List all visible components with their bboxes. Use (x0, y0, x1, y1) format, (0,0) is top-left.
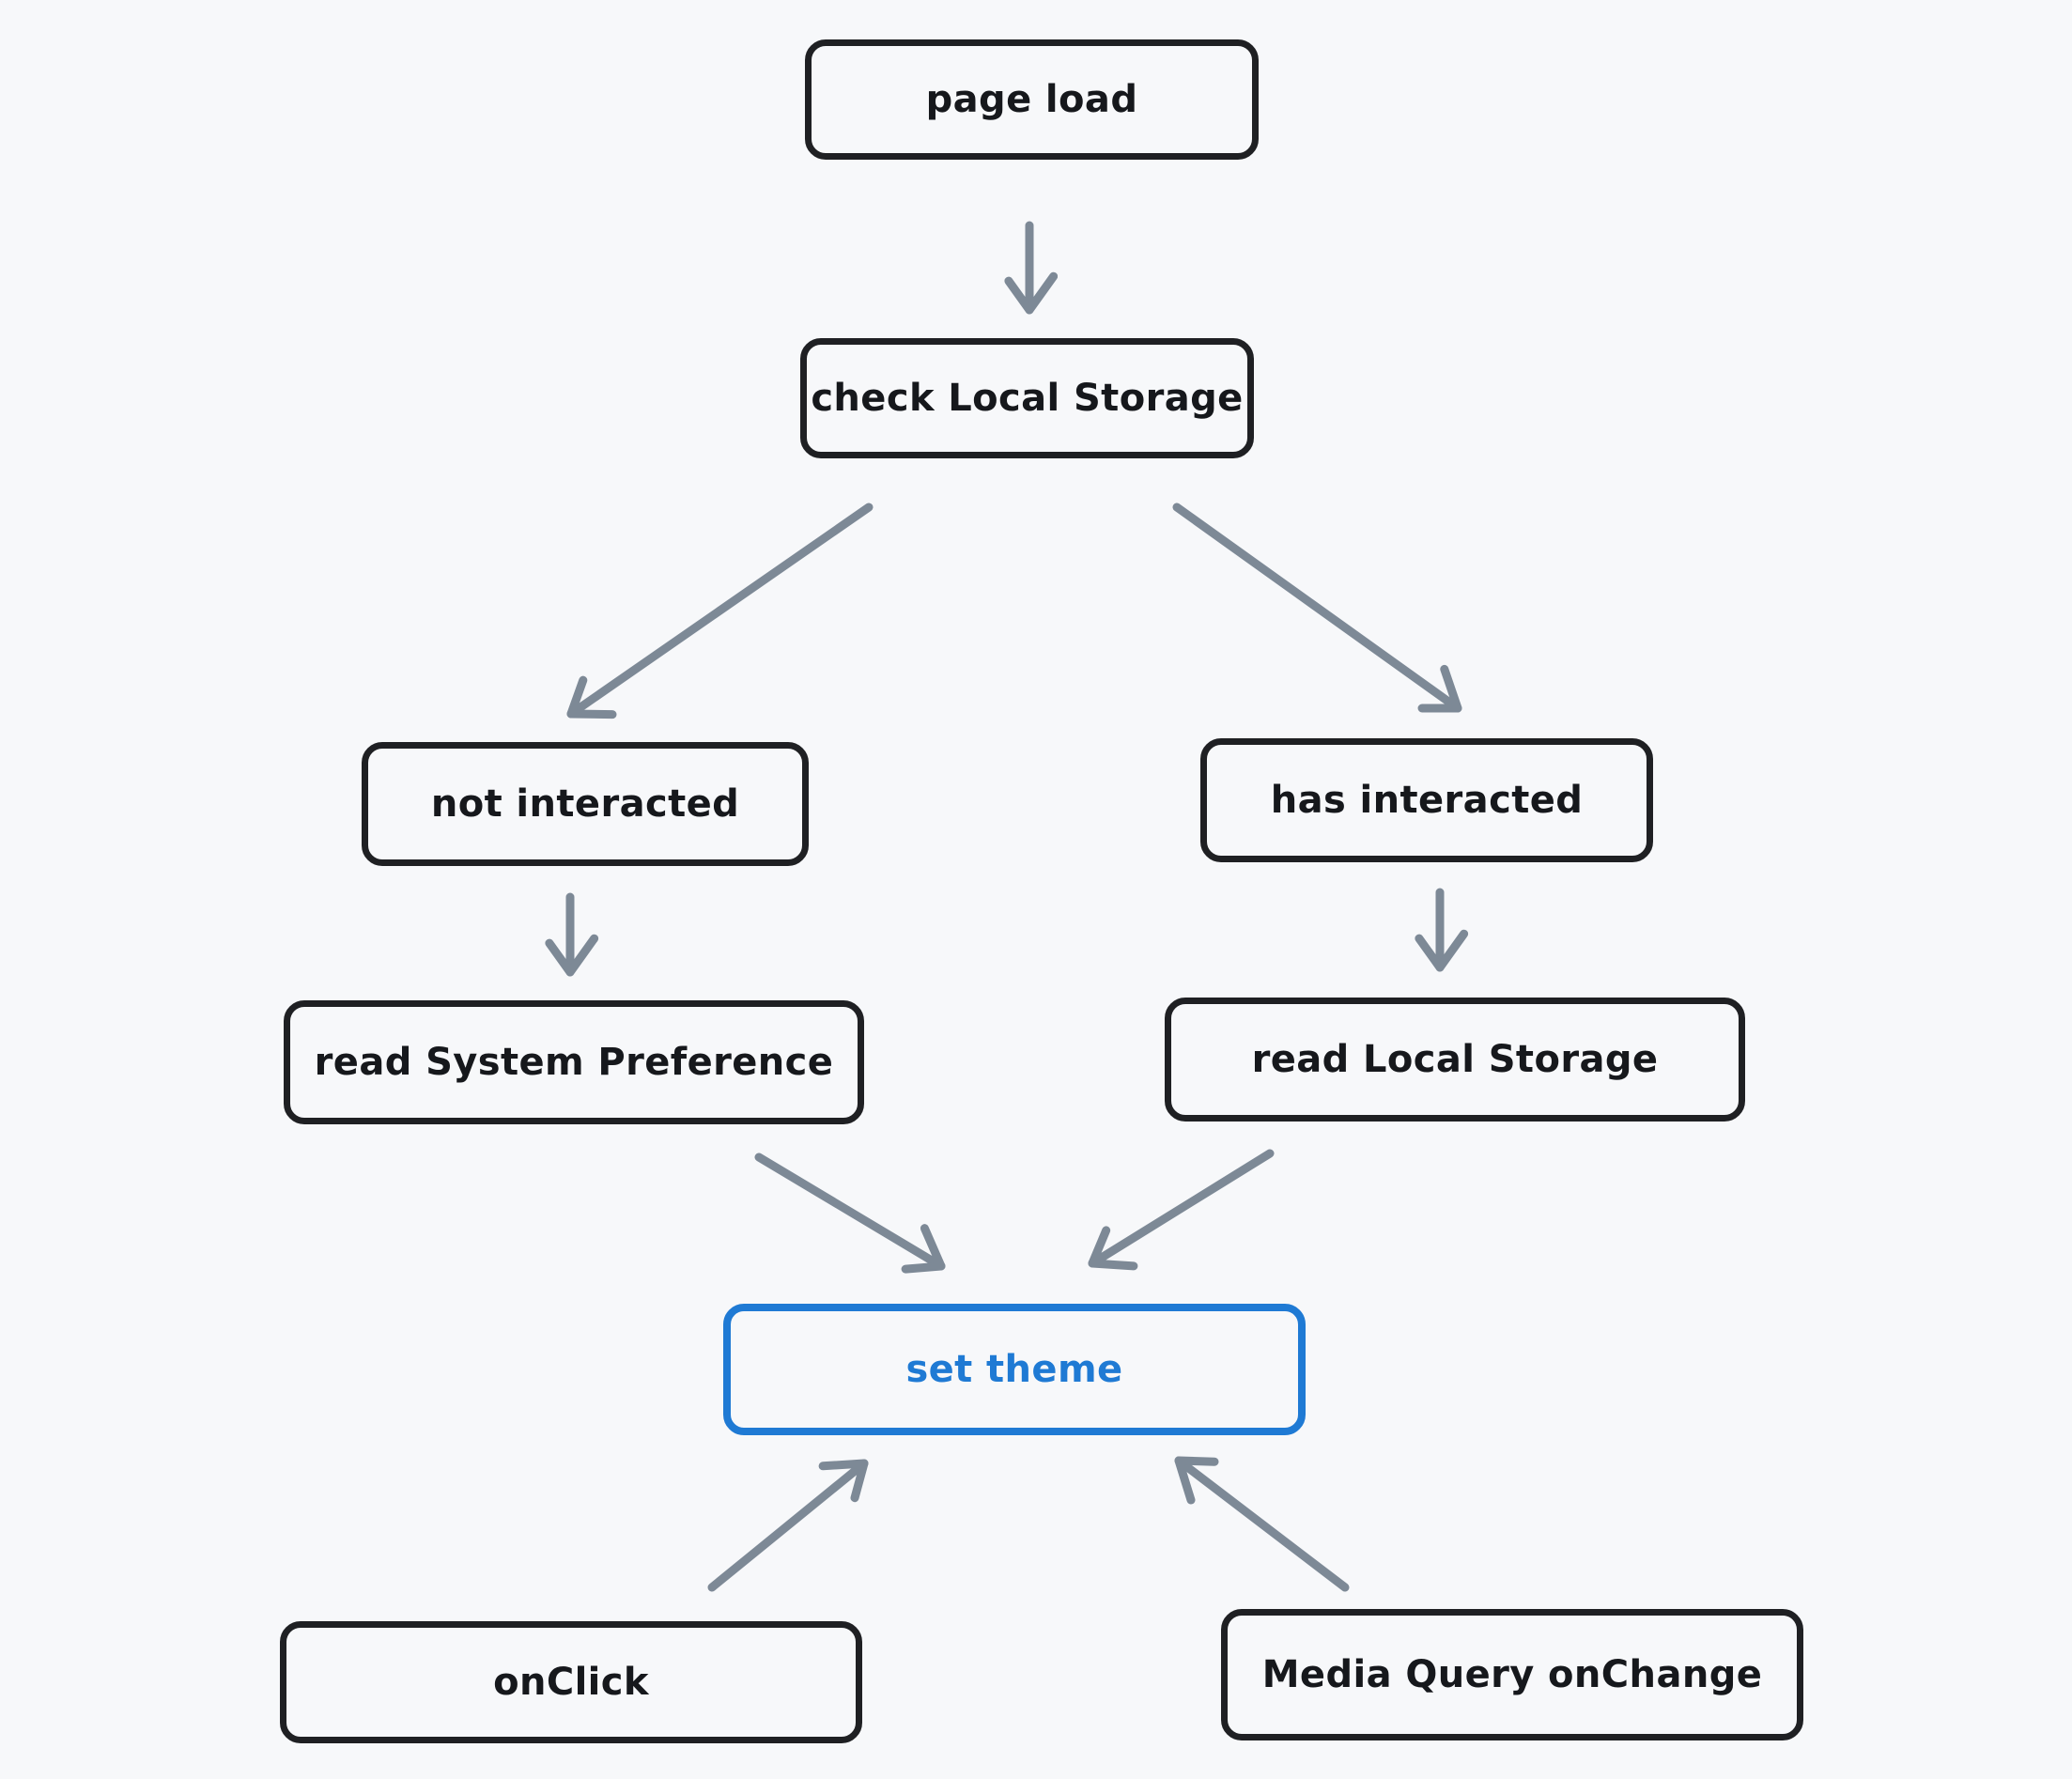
edge-arrowhead (1004, 271, 1059, 315)
edge-line (1172, 503, 1462, 713)
edge-line (707, 1459, 869, 1592)
edge-page-load-to-check-local-storage (1004, 221, 1059, 315)
edge-line (1174, 1456, 1350, 1592)
edge-arrowhead (1174, 1456, 1219, 1505)
node-label: has interacted (1270, 779, 1584, 822)
edge-arrowhead (566, 675, 617, 719)
node-page-load[interactable]: page load (805, 39, 1259, 160)
node-label: check Local Storage (811, 377, 1244, 420)
edge-read-system-preference-to-set-theme (754, 1152, 946, 1274)
node-label: page load (925, 78, 1138, 121)
node-label: read Local Storage (1251, 1038, 1659, 1081)
edge-arrowhead (1417, 664, 1462, 713)
edge-read-local-storage-to-set-theme (1088, 1149, 1275, 1271)
node-label: Media Query onChange (1261, 1653, 1763, 1696)
node-label: not interacted (430, 782, 740, 826)
edge-arrowhead (818, 1459, 869, 1503)
node-on-click[interactable]: onClick (280, 1621, 862, 1743)
edge-line (754, 1152, 946, 1271)
node-read-system-preference[interactable]: read System Preference (284, 1000, 864, 1124)
node-media-query-on-change[interactable]: Media Query onChange (1221, 1609, 1803, 1740)
edge-line (1088, 1149, 1275, 1268)
node-check-local-storage[interactable]: check Local Storage (800, 338, 1254, 458)
node-label: set theme (905, 1348, 1123, 1391)
edge-arrowhead (901, 1224, 946, 1274)
edge-arrowhead (545, 934, 599, 977)
edge-arrowhead (1415, 929, 1469, 972)
node-set-theme[interactable]: set theme (723, 1304, 1306, 1435)
edge-on-click-to-set-theme (707, 1459, 869, 1592)
edge-line (566, 503, 874, 719)
edge-arrowhead (1088, 1226, 1138, 1271)
edge-has-interacted-to-read-local-storage (1415, 888, 1469, 972)
edge-not-interacted-to-read-system-preference (545, 892, 599, 977)
node-label: read System Preference (314, 1041, 834, 1084)
node-not-interacted[interactable]: not interacted (362, 742, 809, 866)
node-read-local-storage[interactable]: read Local Storage (1165, 998, 1745, 1122)
edge-check-local-storage-to-has-interacted (1172, 503, 1462, 713)
node-label: onClick (493, 1661, 649, 1704)
edge-media-query-on-change-to-set-theme (1174, 1456, 1350, 1592)
edge-check-local-storage-to-not-interacted (566, 503, 874, 719)
node-has-interacted[interactable]: has interacted (1200, 738, 1653, 862)
